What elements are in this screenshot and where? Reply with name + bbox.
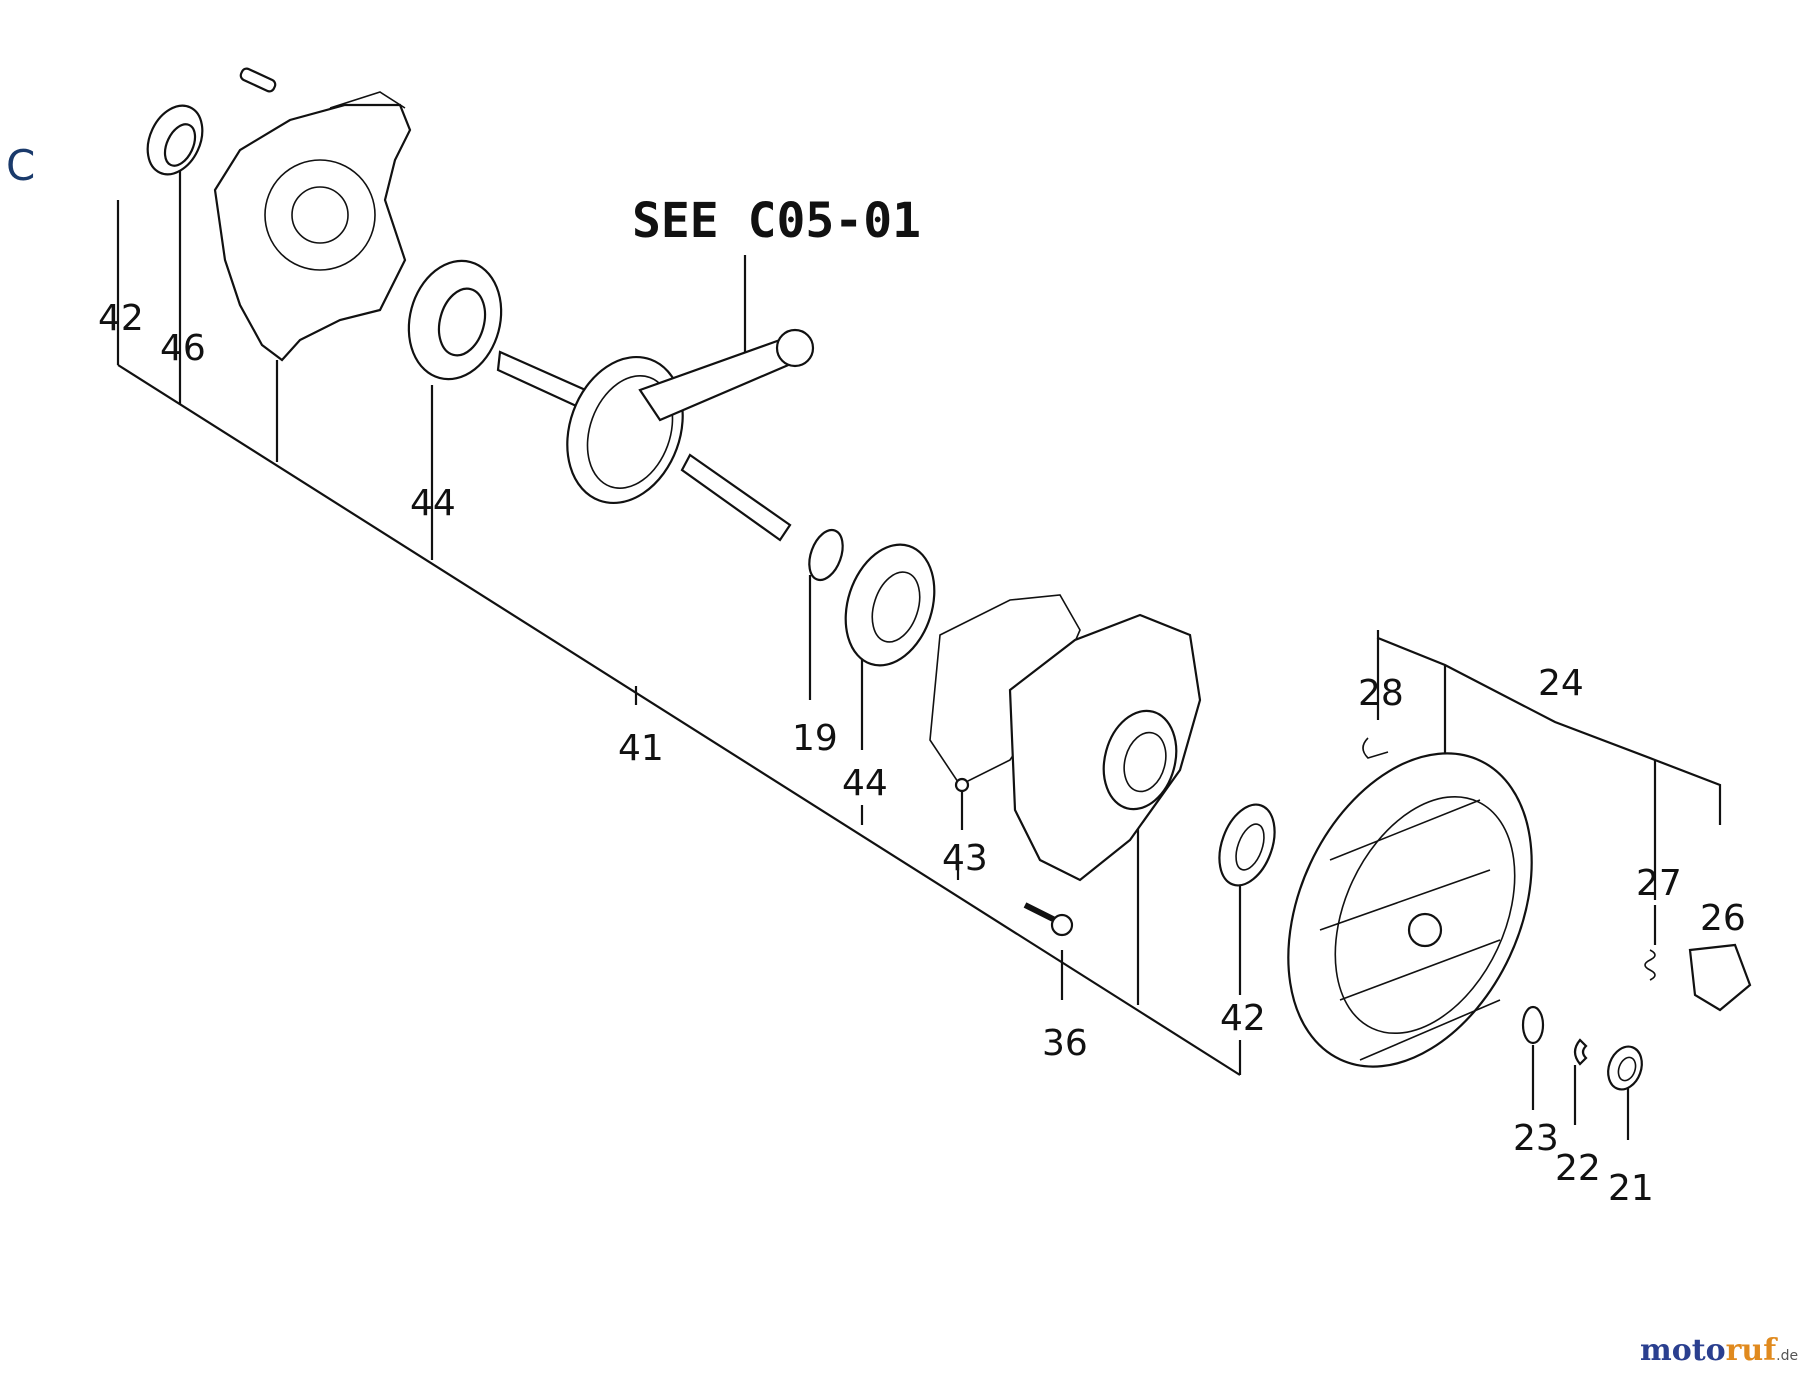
reference-note: SEE C05-01 <box>632 193 921 249</box>
watermark-suffix: .de <box>1776 1348 1798 1364</box>
callout-46: 46 <box>160 328 206 369</box>
bearing-left-drawing <box>407 259 503 381</box>
callout-36: 36 <box>1042 1023 1088 1064</box>
nut-drawing <box>1607 1045 1643 1091</box>
seal-right-drawing <box>1218 803 1276 887</box>
callout-21: 21 <box>1608 1168 1654 1209</box>
leader-lines <box>116 170 1722 1140</box>
callout-44-right: 44 <box>842 763 888 804</box>
parts-drawings <box>146 67 1752 1091</box>
watermark-part1: moto <box>1640 1333 1726 1368</box>
crankcase-left-drawing <box>213 91 412 362</box>
callout-22: 22 <box>1555 1148 1601 1189</box>
callout-27: 27 <box>1636 863 1682 904</box>
callout-43: 43 <box>942 838 988 879</box>
callout-26: 26 <box>1700 898 1746 939</box>
callout-42-right: 42 <box>1220 998 1266 1039</box>
callout-23: 23 <box>1513 1118 1559 1159</box>
watermark-logo: motoruf.de <box>1640 1333 1798 1368</box>
callout-labels: 42 46 44 41 19 44 43 36 42 28 24 27 26 2… <box>98 298 1746 1209</box>
dowel-drawing <box>954 777 970 793</box>
bearing-right-drawing <box>844 543 936 667</box>
washer-drawing <box>1521 1005 1545 1045</box>
pin-drawing <box>239 67 277 93</box>
callout-44-left: 44 <box>410 483 456 524</box>
crankshaft-drawing <box>496 328 815 542</box>
seal-left-drawing <box>146 104 204 176</box>
callout-19: 19 <box>792 718 838 759</box>
callout-41: 41 <box>618 728 664 769</box>
ring-drawing <box>808 528 844 582</box>
section-letter: C <box>6 141 35 190</box>
pawl-drawing <box>1644 943 1752 1012</box>
callout-42-left: 42 <box>98 298 144 339</box>
lockwasher-drawing <box>1573 1038 1588 1066</box>
screw-drawing <box>1023 902 1074 937</box>
clip-drawing <box>1362 737 1389 759</box>
callout-28: 28 <box>1358 673 1404 714</box>
watermark-part2: ruf <box>1726 1333 1779 1368</box>
flywheel-drawing <box>1287 752 1533 1068</box>
callout-24: 24 <box>1538 663 1584 704</box>
svg-text:motoruf.de: motoruf.de <box>1640 1333 1798 1368</box>
crankcase-right-drawing <box>929 594 1202 882</box>
